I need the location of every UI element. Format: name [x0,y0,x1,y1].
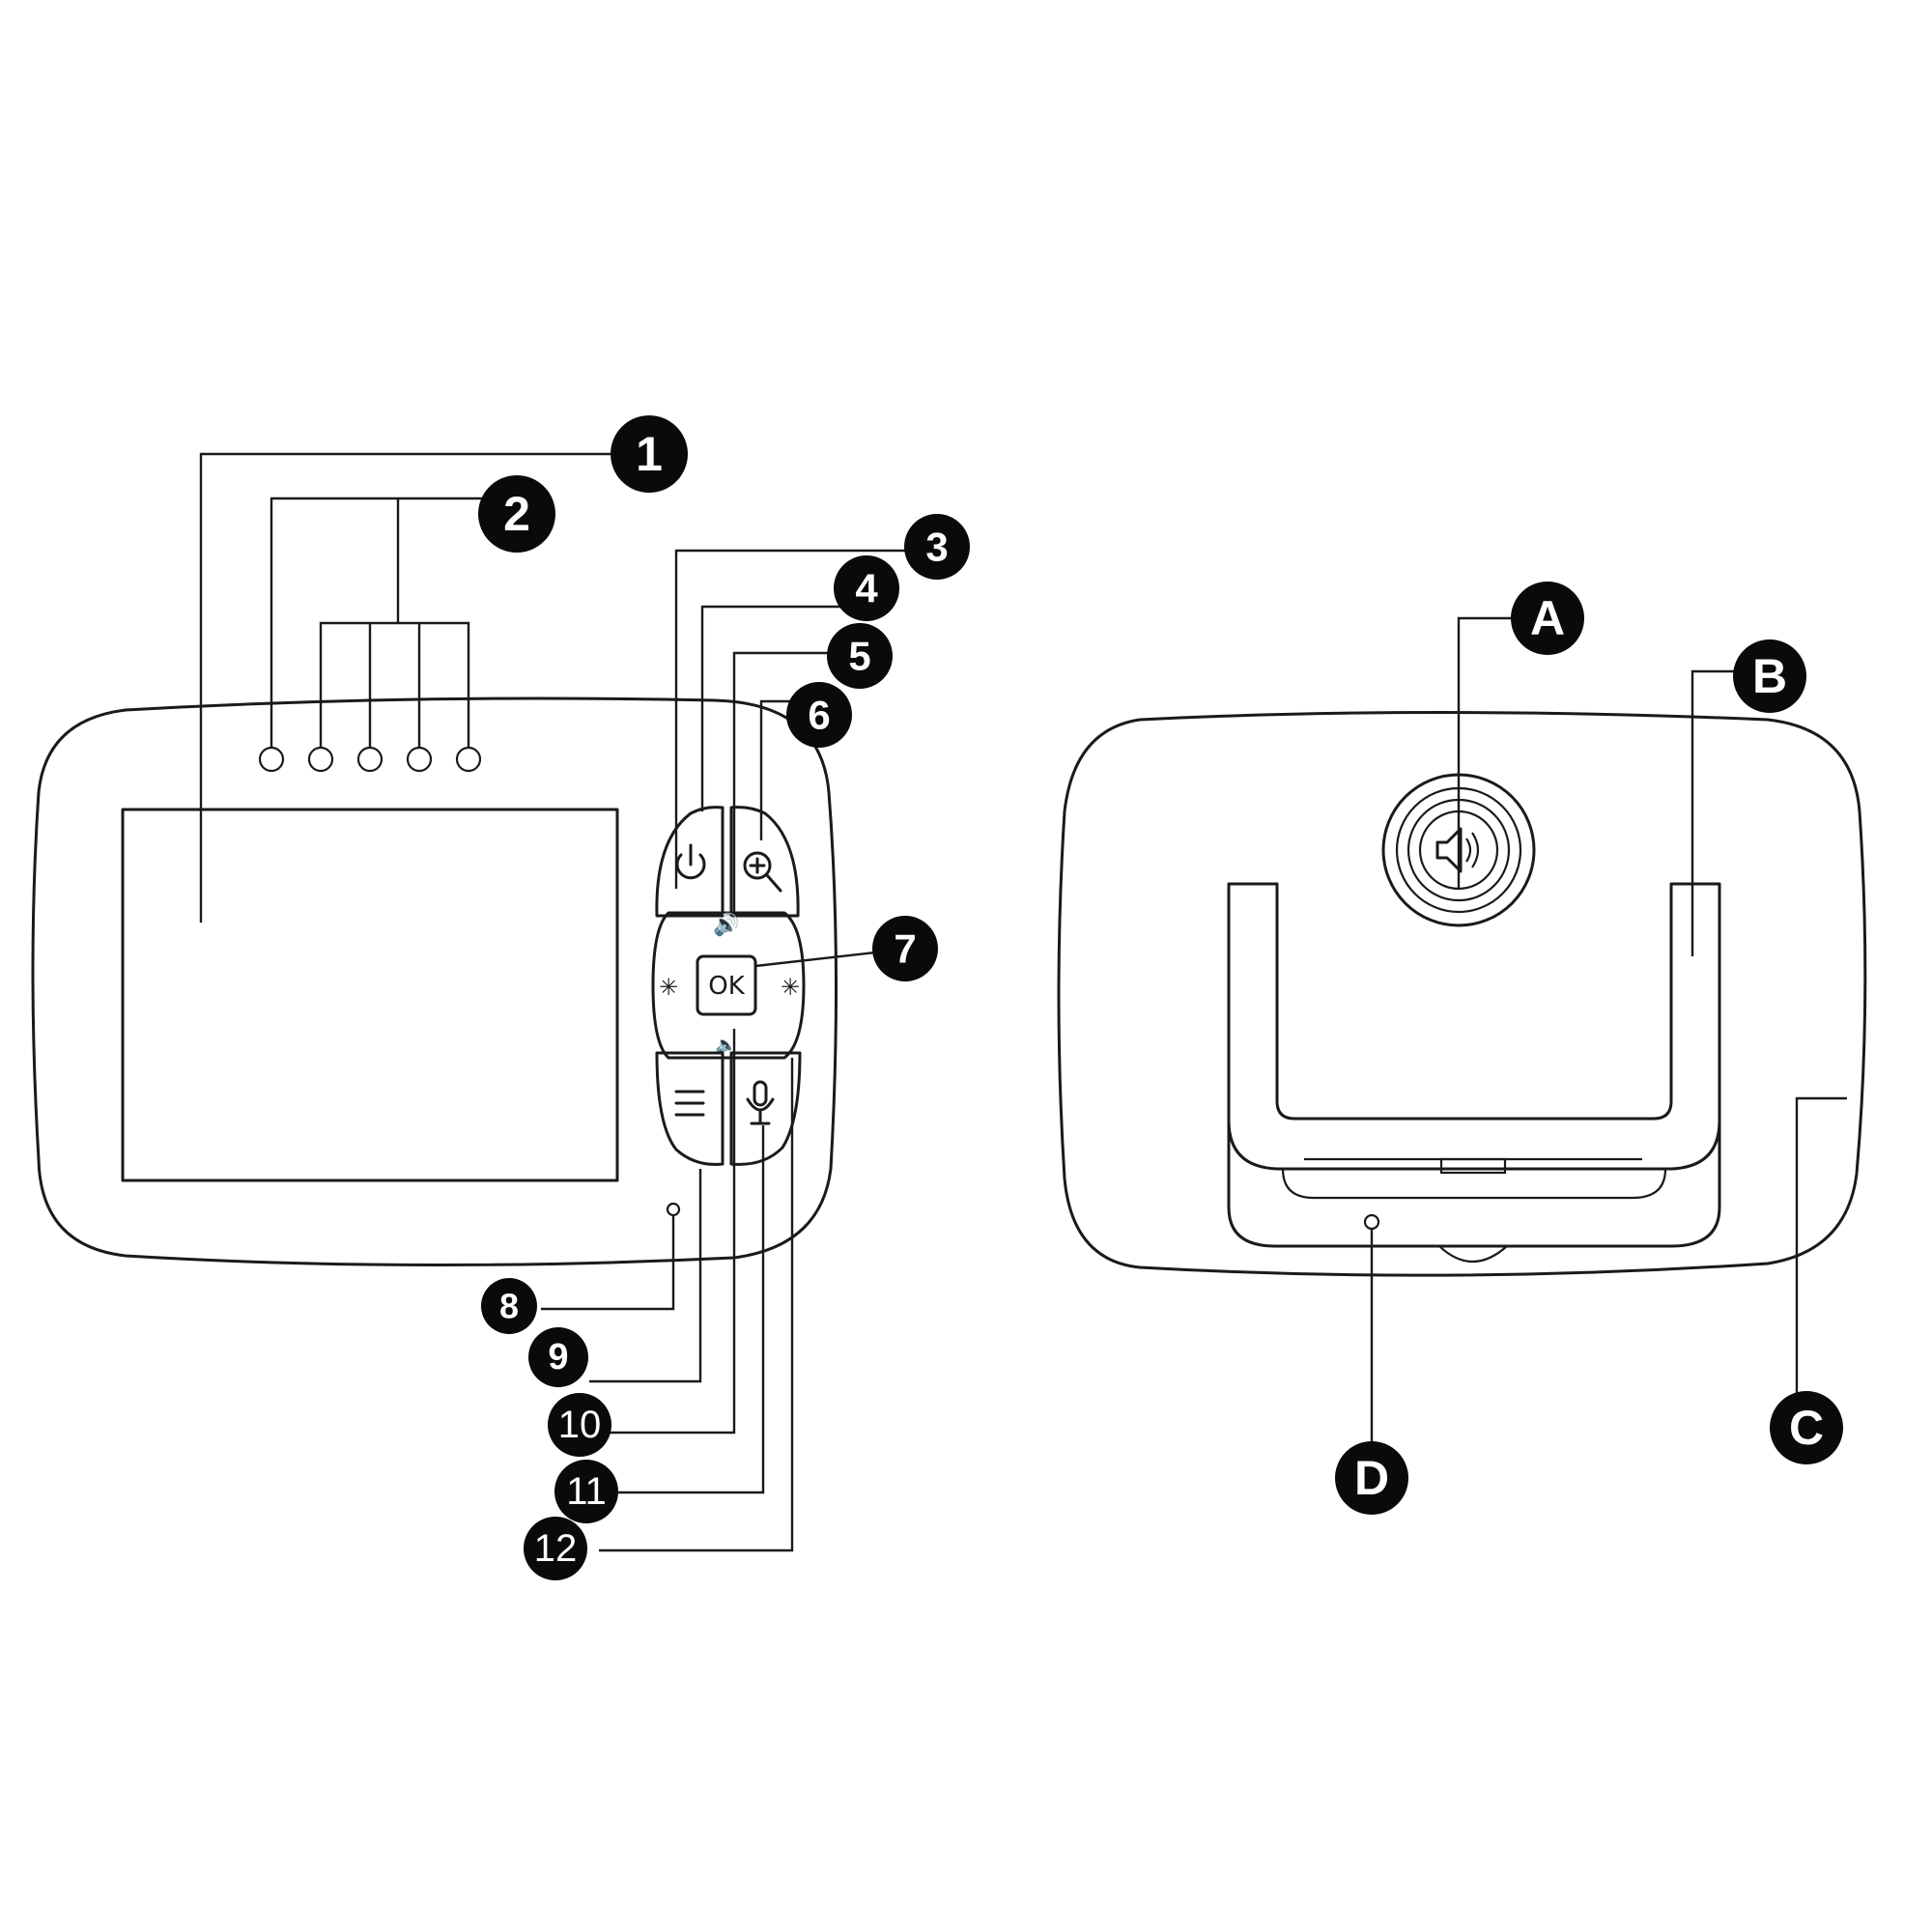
svg-text:10: 10 [558,1404,602,1446]
leader-line-A [1457,616,1512,889]
svg-text:5: 5 [848,634,870,679]
volume-up-icon: 🔊 [713,912,739,938]
callout-7: 7 [872,916,938,981]
svg-text:B: B [1752,649,1787,703]
talk-button[interactable] [729,1051,802,1166]
leader-line-4 [700,605,850,811]
leader-line-2 [319,621,470,748]
svg-text:7: 7 [894,926,916,972]
svg-text:D: D [1354,1451,1389,1505]
front-screen [121,808,619,1182]
ok-label: OK [708,972,745,1001]
leader-line-12 [599,1058,794,1552]
callout-A: A [1511,582,1584,655]
menu-button[interactable] [655,1051,724,1166]
brightness-up-icon: ✳ [781,974,800,1001]
svg-text:4: 4 [855,566,878,611]
zoom-in-icon [743,851,782,893]
callout-6: 6 [786,682,852,748]
speaker-icon [1435,827,1480,873]
svg-text:9: 9 [548,1337,568,1378]
ok-button[interactable]: OK [696,954,757,1016]
volume-down-icon: 🔈 [716,1036,737,1056]
leader-line-C [1795,1096,1847,1420]
callout-4: 4 [834,555,899,621]
callout-B: B [1733,639,1806,713]
callout-2: 2 [478,475,555,553]
brightness-up-button[interactable]: ✳ [781,974,800,1001]
leader-line-11 [618,1125,765,1494]
led-indicator [307,746,334,773]
leader-line-9 [589,1169,702,1383]
menu-icon [674,1090,705,1117]
brightness-down-icon: ✳ [659,974,678,1001]
leader-line-5 [732,651,845,913]
microphone-icon [746,1080,775,1125]
callout-10: 10 [548,1393,611,1457]
callout-D: D [1335,1441,1408,1515]
kickstand[interactable] [1227,882,1721,1264]
leader-line-6 [759,699,802,840]
callout-3: 3 [904,514,970,580]
leader-line-3 [674,549,923,889]
led-indicator [406,746,433,773]
led-indicator [455,746,482,773]
callout-1: 1 [611,415,688,493]
callout-C: C [1770,1391,1843,1464]
microphone-hole [666,1202,681,1217]
svg-text:11: 11 [566,1470,607,1513]
callout-11: 11 [554,1460,618,1523]
svg-text:2: 2 [503,487,530,541]
led-indicator [258,746,285,773]
leader-line-7 [754,950,885,968]
leader-line-10 [609,1029,736,1435]
callout-12: 12 [524,1517,587,1580]
power-icon [675,843,706,880]
led-indicator [356,746,384,773]
callout-5: 5 [827,623,893,689]
brightness-down-button[interactable]: ✳ [659,974,678,1001]
leader-line-2 [270,497,400,748]
svg-text:6: 6 [808,693,830,738]
callout-8: 8 [481,1278,537,1334]
volume-down-button[interactable]: 🔈 [716,1036,737,1056]
front-view: 🔊 🔈 ✳ ✳ OK [31,452,923,1552]
svg-text:3: 3 [925,525,948,570]
svg-text:12: 12 [534,1527,578,1570]
leader-line-B [1690,669,1734,956]
leader-line-1 [199,452,630,923]
svg-text:A: A [1530,591,1565,645]
svg-text:8: 8 [499,1287,519,1326]
leader-line-8 [541,1215,675,1311]
svg-text:1: 1 [636,427,663,481]
zoom-button[interactable] [729,806,800,918]
volume-up-button[interactable]: 🔊 [713,912,739,938]
back-view [1057,616,1867,1444]
reset-hole [1363,1213,1380,1231]
navigation-pad: 🔊 🔈 ✳ ✳ OK [651,911,806,1060]
power-button[interactable] [655,806,724,918]
back-body-outline [1057,711,1867,1277]
svg-text:C: C [1789,1401,1824,1455]
callout-9: 9 [528,1327,588,1387]
